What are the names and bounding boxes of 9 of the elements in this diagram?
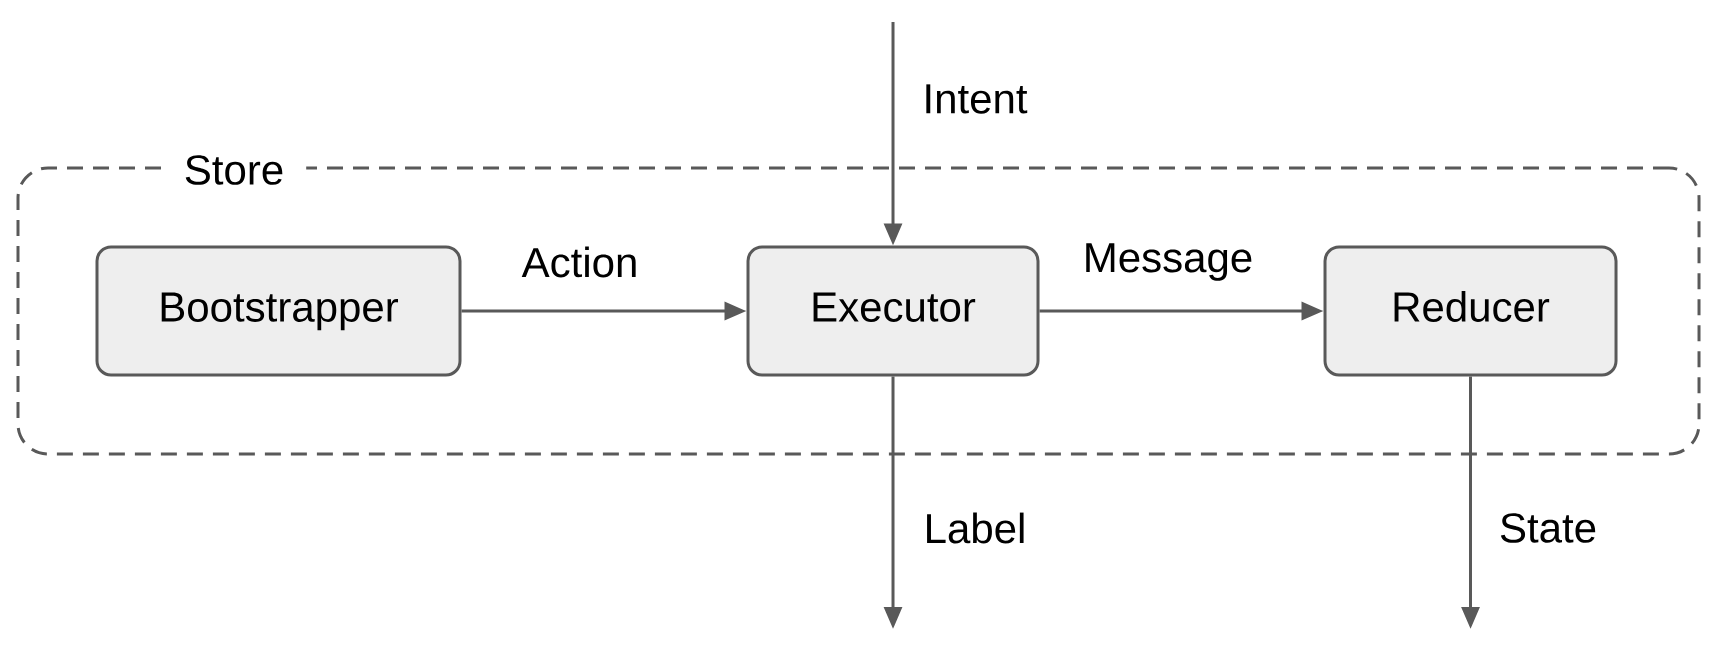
edge-label: Label <box>921 510 1029 546</box>
process-box: Reducer <box>1323 245 1618 377</box>
group-title: Store <box>161 153 307 187</box>
edge-label: Action <box>519 244 641 280</box>
process-box: Executor <box>746 245 1040 377</box>
process-box: Bootstrapper <box>95 245 462 377</box>
edge-label: State <box>1497 511 1600 545</box>
edge-label: Intent <box>920 82 1030 116</box>
edge-label: Message <box>1080 241 1256 283</box>
